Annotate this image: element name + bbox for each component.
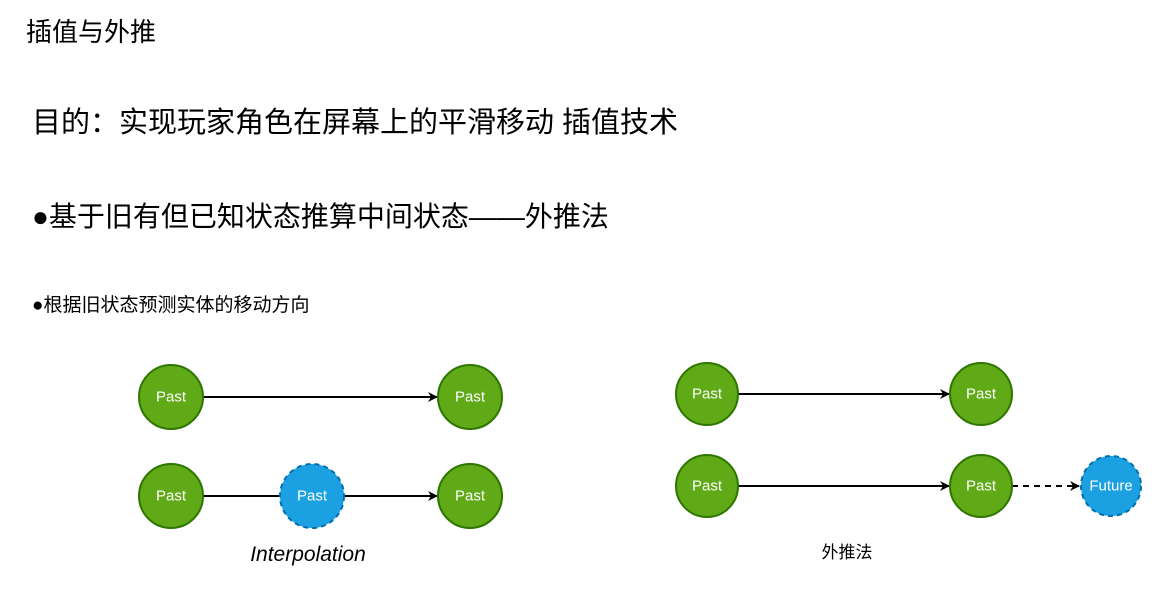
node-label: Past <box>966 386 997 403</box>
node-label: Past <box>455 488 486 505</box>
extrapolation-caption: 外推法 <box>822 543 873 562</box>
node-past: Past <box>675 362 739 426</box>
extrapolation-diagram: Past Past Past Past Future 外推法 <box>675 362 1142 562</box>
node-interpolated: Past <box>279 463 345 529</box>
node-past: Past <box>949 454 1013 518</box>
node-past: Past <box>138 463 204 529</box>
node-label: Past <box>692 386 723 403</box>
node-label: Future <box>1089 478 1132 495</box>
node-label: Past <box>297 488 328 505</box>
node-label: Past <box>692 478 723 495</box>
bullet-predict: ●根据旧状态预测实体的移动方向 <box>32 295 310 316</box>
node-label: Past <box>156 389 187 406</box>
node-past: Past <box>675 454 739 518</box>
node-label: Past <box>156 488 187 505</box>
goal-text: 目的：实现玩家角色在屏幕上的平滑移动 插值技术 <box>32 107 679 139</box>
node-past: Past <box>949 362 1013 426</box>
bullet-extrapolation: ●基于旧有但已知状态推算中间状态——外推法 <box>32 201 609 232</box>
node-past: Past <box>138 364 204 430</box>
interpolation-caption: Interpolation <box>250 543 366 566</box>
node-future: Future <box>1080 455 1142 517</box>
node-label: Past <box>966 478 997 495</box>
node-label: Past <box>455 389 486 406</box>
interpolation-diagram: Past Past Past Past Past Interpolation <box>138 364 503 566</box>
slide-title: 插值与外推 <box>26 17 157 47</box>
node-past: Past <box>437 364 503 430</box>
node-past: Past <box>437 463 503 529</box>
